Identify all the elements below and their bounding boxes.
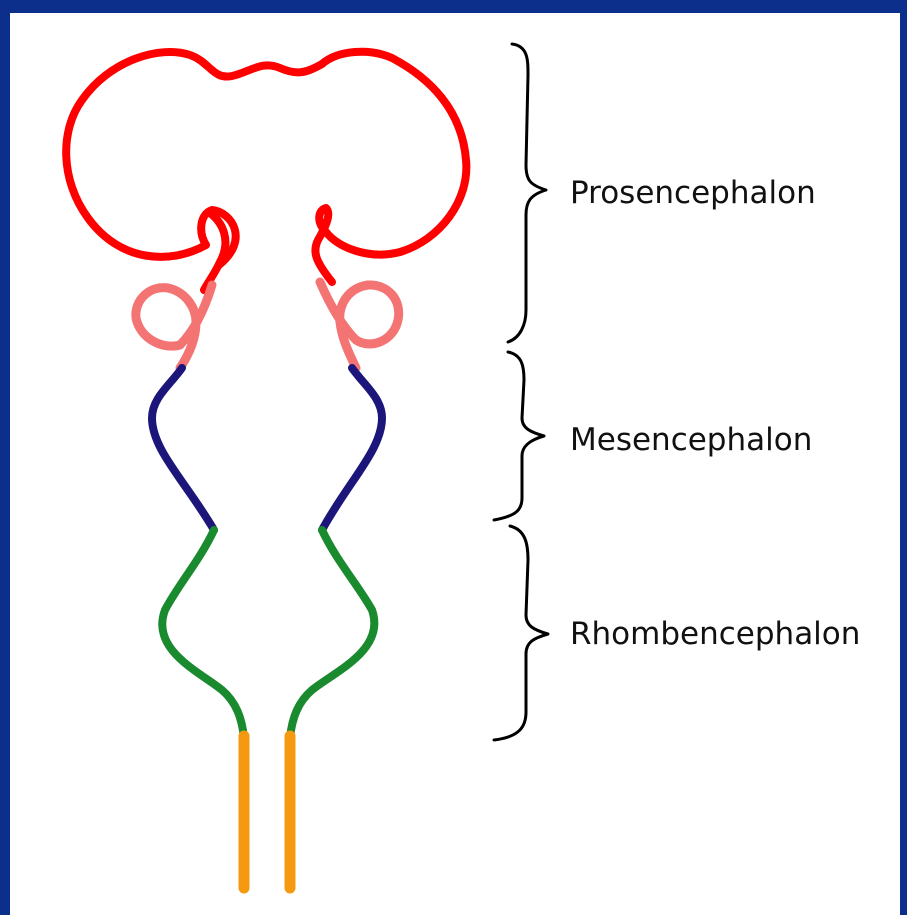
prosencephalon-brace [508,44,546,342]
rhombencephalon-brace [494,526,548,740]
rhombencephalon-right [290,530,374,738]
rhombencephalon-left [162,530,244,738]
mesencephalon-right [322,368,382,530]
telencephalon-outline-right [315,52,466,282]
prosencephalon-label: Prosencephalon [570,178,816,209]
mesencephalon-left [152,368,214,530]
telencephalon-outline-left [66,52,322,265]
rhombencephalon-label: Rhombencephalon [570,619,860,650]
mesencephalon-brace [494,352,544,520]
diencephalon-right [320,282,399,368]
telencephalon-neck-left [204,213,225,290]
mesencephalon-label: Mesencephalon [570,425,812,456]
diencephalon-left [136,285,212,368]
